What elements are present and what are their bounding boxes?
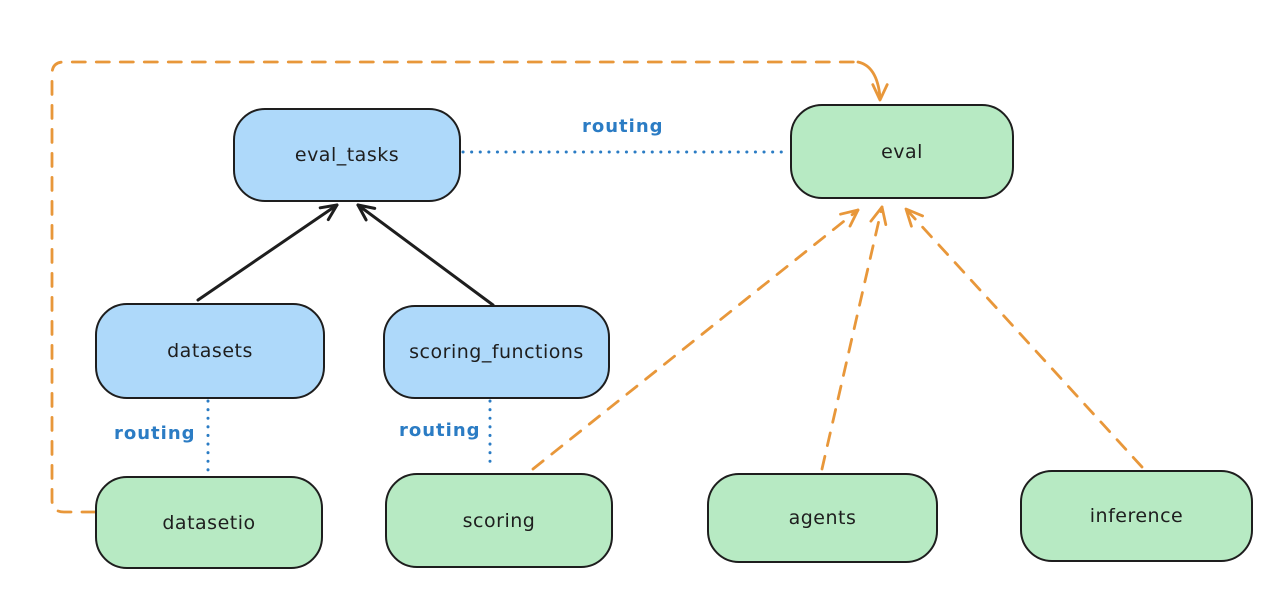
edge-inference-eval-arrowhead — [904, 207, 924, 228]
edge-datasets-eval_tasks-arrow — [196, 203, 339, 302]
edge-scoring_functions-eval_tasks-arrowhead — [356, 203, 377, 222]
node-label: eval_tasks — [294, 144, 400, 166]
node-datasetio: datasetio — [95, 476, 323, 569]
edge-label-routing-eval_tasks-eval: routing — [582, 116, 664, 137]
edge-datasets-eval_tasks-arrowhead — [318, 203, 339, 222]
node-label: datasetio — [162, 511, 256, 534]
edge-agents-eval-dashed — [820, 205, 884, 471]
node-eval: eval — [790, 104, 1014, 199]
node-inference: inference — [1020, 470, 1253, 562]
node-label: agents — [788, 507, 857, 529]
edge-datasetio-eval-arrowhead — [871, 83, 889, 102]
node-scoring-functions: scoring_functions — [383, 305, 610, 399]
edge-agents-eval-arrowhead — [869, 205, 888, 226]
node-label: scoring — [462, 509, 536, 532]
node-agents: agents — [707, 473, 938, 563]
node-label: datasets — [167, 340, 253, 362]
edge-scoring_functions-eval_tasks-arrow — [356, 203, 495, 307]
edge-label-routing-datasets-datasetio: routing — [114, 423, 196, 444]
node-label: scoring_functions — [409, 341, 584, 363]
edge-label-routing-scoring_functions-scoring: routing — [399, 420, 481, 441]
edge-datasetio-eval-curve — [856, 60, 882, 99]
node-eval-tasks: eval_tasks — [233, 108, 461, 202]
node-scoring: scoring — [385, 473, 613, 568]
edge-inference-eval-dashed — [904, 207, 1144, 469]
node-label: inference — [1089, 505, 1184, 527]
node-datasets: datasets — [95, 303, 325, 399]
node-label: eval — [881, 140, 923, 163]
edge-scoring-eval-arrowhead — [839, 208, 860, 228]
